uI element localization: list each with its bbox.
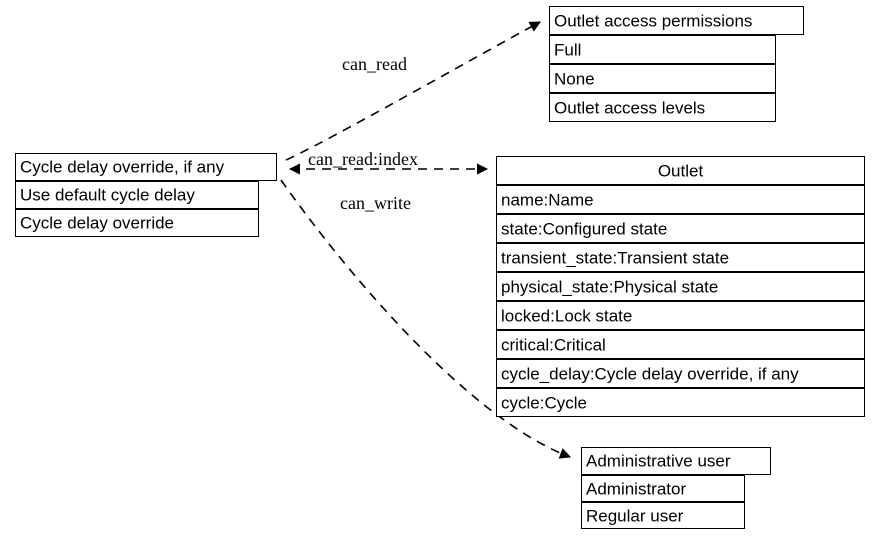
node-header-administrative-user[interactable]: Administrative user [581, 447, 771, 475]
node-row[interactable]: critical:Critical [496, 330, 865, 359]
node-row[interactable]: Cycle delay override [15, 209, 259, 237]
node-header-cycle-delay-override[interactable]: Cycle delay override, if any [15, 153, 277, 181]
node-row[interactable]: Administrator [581, 475, 745, 502]
node-row[interactable]: state:Configured state [496, 214, 865, 243]
edge-label-can-write: can_write [340, 193, 411, 213]
node-row[interactable]: locked:Lock state [496, 301, 865, 330]
node-row[interactable]: Regular user [581, 502, 745, 529]
node-row[interactable]: physical_state:Physical state [496, 272, 865, 301]
node-row[interactable]: Outlet access levels [549, 93, 776, 122]
node-row[interactable]: None [549, 64, 776, 93]
node-header-outlet[interactable]: Outlet [496, 156, 865, 185]
node-row[interactable]: Use default cycle delay [15, 181, 259, 209]
node-row[interactable]: cycle_delay:Cycle delay override, if any [496, 359, 865, 388]
node-row[interactable]: Full [549, 35, 776, 64]
node-row[interactable]: cycle:Cycle [496, 388, 865, 417]
edge-label-can-read: can_read [342, 54, 407, 74]
node-row[interactable]: transient_state:Transient state [496, 243, 865, 272]
edge-can-read [285, 21, 541, 161]
node-header-outlet-access-permissions[interactable]: Outlet access permissions [549, 6, 804, 35]
node-row[interactable]: name:Name [496, 185, 865, 214]
edge-label-can-read-index: can_read:index [308, 149, 418, 169]
